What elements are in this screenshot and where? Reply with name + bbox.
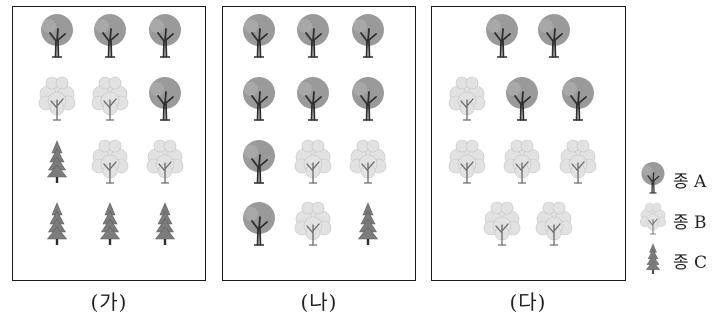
species-a-tree-icon xyxy=(243,140,275,184)
species-b-tree-icon xyxy=(38,76,76,121)
legend-item-c: 종 C xyxy=(637,240,721,276)
panel-ga-caption: (가) xyxy=(90,290,128,314)
species-b-tree-icon xyxy=(448,76,486,121)
species-c-tree-icon xyxy=(46,202,68,245)
species-a-tree-icon xyxy=(506,77,538,121)
legend-item-a: 종 A xyxy=(637,159,721,195)
species-b-tree-icon xyxy=(294,201,332,246)
species-b-tree-icon xyxy=(639,202,667,235)
species-a-tree-icon xyxy=(486,14,518,58)
species-a-tree-icon xyxy=(641,162,665,194)
species-a-tree-icon xyxy=(562,77,594,121)
panel-ga xyxy=(12,6,206,281)
species-a-tree-icon xyxy=(352,14,384,58)
legend-label-a: 종 A xyxy=(673,172,707,192)
species-b-tree-icon xyxy=(91,139,129,184)
species-a-tree-icon xyxy=(641,162,665,194)
species-b-tree-icon xyxy=(349,139,387,184)
legend-label-b: 종 B xyxy=(673,213,707,233)
species-a-tree-icon xyxy=(149,14,181,58)
panel-na-caption: (나) xyxy=(300,290,338,314)
species-b-tree-icon xyxy=(503,139,541,184)
species-b-tree-icon xyxy=(639,202,667,235)
species-c-tree-icon xyxy=(645,243,661,274)
species-b-tree-icon xyxy=(146,139,184,184)
panel-da-caption: (다) xyxy=(509,290,547,314)
panel-da xyxy=(431,6,626,281)
species-b-tree-icon xyxy=(448,139,486,184)
panel-na-trees xyxy=(243,14,387,246)
species-a-tree-icon xyxy=(243,202,275,246)
species-b-tree-icon xyxy=(294,139,332,184)
species-a-tree-icon xyxy=(538,14,570,58)
species-c-tree-icon xyxy=(154,202,176,245)
panel-ga-trees xyxy=(38,14,184,245)
species-a-tree-icon xyxy=(149,77,181,121)
legend-label-c: 종 C xyxy=(673,253,708,273)
species-b-tree-icon xyxy=(483,201,521,246)
species-c-tree-icon xyxy=(46,140,68,183)
species-c-tree-icon xyxy=(357,202,379,245)
species-c-tree-icon xyxy=(99,202,121,245)
species-b-tree-icon xyxy=(559,139,597,184)
species-a-tree-icon xyxy=(297,77,329,121)
species-b-tree-icon xyxy=(91,76,129,121)
species-a-tree-icon xyxy=(41,14,73,58)
legend-item-b: 종 B xyxy=(637,200,721,236)
species-a-tree-icon xyxy=(243,77,275,121)
panel-na xyxy=(222,6,416,281)
panel-da-trees xyxy=(448,14,597,246)
species-a-tree-icon xyxy=(243,14,275,58)
species-a-tree-icon xyxy=(297,14,329,58)
species-b-tree-icon xyxy=(535,201,573,246)
species-c-tree-icon xyxy=(645,243,661,274)
species-a-tree-icon xyxy=(352,77,384,121)
species-a-tree-icon xyxy=(94,14,126,58)
